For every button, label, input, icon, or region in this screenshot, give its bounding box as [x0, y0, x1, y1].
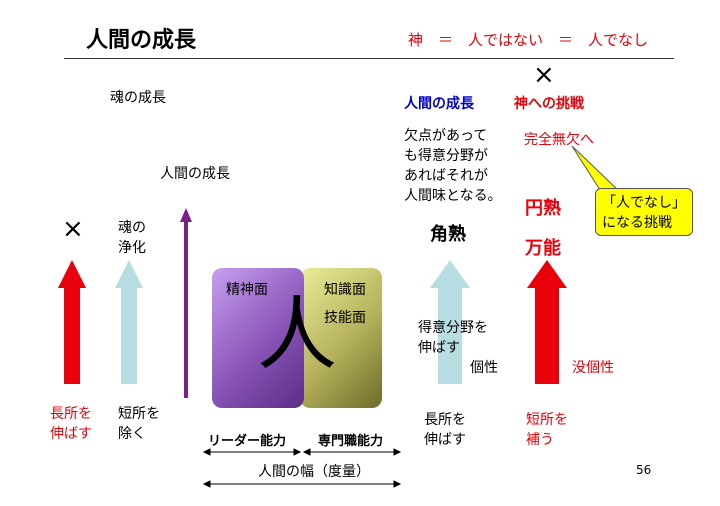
strengths-label-left: 長所を 伸ばす: [50, 404, 92, 444]
knowledge-label: 知識面: [324, 282, 366, 298]
leadership-span-arrow: [202, 448, 302, 456]
strengths-right-line1: 長所を: [424, 412, 466, 428]
flaw-text: 欠点があって も得意分野が あればそれが 人間味となる。: [404, 126, 502, 206]
person-figure: 人 精神面 知識面 技能面: [212, 268, 382, 408]
callout-line2: になる挑戦: [602, 215, 672, 231]
cross-mark-left: ×: [62, 214, 84, 244]
omnipotent-label: 万能: [525, 238, 561, 259]
human-growth-heading: 人間の成長: [404, 96, 474, 112]
tagline: 神 ＝ 人ではない ＝ 人でなし: [408, 31, 649, 49]
soul-growth-label: 魂の成長: [110, 90, 166, 106]
callout-pointer: [571, 145, 620, 191]
flaw-line4: 人間味となる。: [404, 188, 502, 204]
strengths-label-right: 長所を 伸ばす: [424, 410, 466, 450]
purify-line2: 浄化: [118, 240, 146, 256]
callout-box: [595, 188, 693, 236]
person-character: 人: [257, 288, 337, 381]
purple-arrow: [180, 208, 192, 398]
strengths-right-line2: 伸ばす: [424, 432, 466, 448]
flaw-line1: 欠点があって: [404, 128, 488, 144]
cross-mark-top: ×: [533, 60, 555, 90]
god-challenge-heading: 神への挑戦: [514, 96, 584, 112]
spirit-label: 精神面: [226, 282, 268, 298]
strengths-left-line1: 長所を: [50, 406, 92, 422]
breadth-label: 人間の幅（度量）: [258, 464, 370, 480]
rounded-label: 円熟: [525, 198, 561, 219]
expertise-label: 専門職能力: [318, 434, 384, 449]
weakness-left-line2: 除く: [118, 426, 146, 442]
blue-arrow-right: [430, 260, 470, 384]
callout-line1: 「人でなし」: [602, 195, 686, 211]
flaw-line3: あればそれが: [404, 168, 488, 184]
red-arrow-left: [58, 260, 86, 384]
flaw-line2: も得意分野が: [404, 148, 488, 164]
header-divider: [64, 58, 674, 59]
spirit-box: [212, 268, 304, 408]
red-arrow-right: [527, 260, 567, 384]
callout-text: 「人でなし」 になる挑戦: [602, 193, 686, 233]
purify-line1: 魂の: [118, 220, 146, 236]
human-growth-label: 人間の成長: [160, 166, 230, 182]
specialty-line2: 伸ばす: [418, 340, 460, 356]
no-individuality-label: 没個性: [572, 360, 614, 376]
angular-label: 角熟: [430, 224, 466, 245]
knowledge-skill-box: [300, 268, 382, 408]
purify-label: 魂の 浄化: [118, 218, 146, 258]
individuality-label: 個性: [470, 360, 498, 376]
specialty-line1: 得意分野を: [418, 320, 488, 336]
skill-label: 技能面: [324, 310, 366, 326]
breadth-span-arrow: [202, 480, 402, 488]
blue-arrow-left: [115, 260, 143, 384]
specialty-label: 得意分野を 伸ばす: [418, 318, 488, 358]
perfect-label: 完全無欠へ: [524, 132, 594, 148]
page-title: 人間の成長: [86, 28, 197, 53]
compensate-line2: 補う: [526, 432, 554, 448]
compensate-line1: 短所を: [526, 412, 568, 428]
leadership-label: リーダー能力: [208, 434, 287, 449]
weakness-left-line1: 短所を: [118, 406, 160, 422]
compensate-label: 短所を 補う: [526, 410, 568, 450]
expertise-span-arrow: [302, 448, 402, 456]
weakness-label-left: 短所を 除く: [118, 404, 160, 444]
strengths-left-line2: 伸ばす: [50, 426, 92, 442]
page-number: 56: [636, 463, 652, 477]
